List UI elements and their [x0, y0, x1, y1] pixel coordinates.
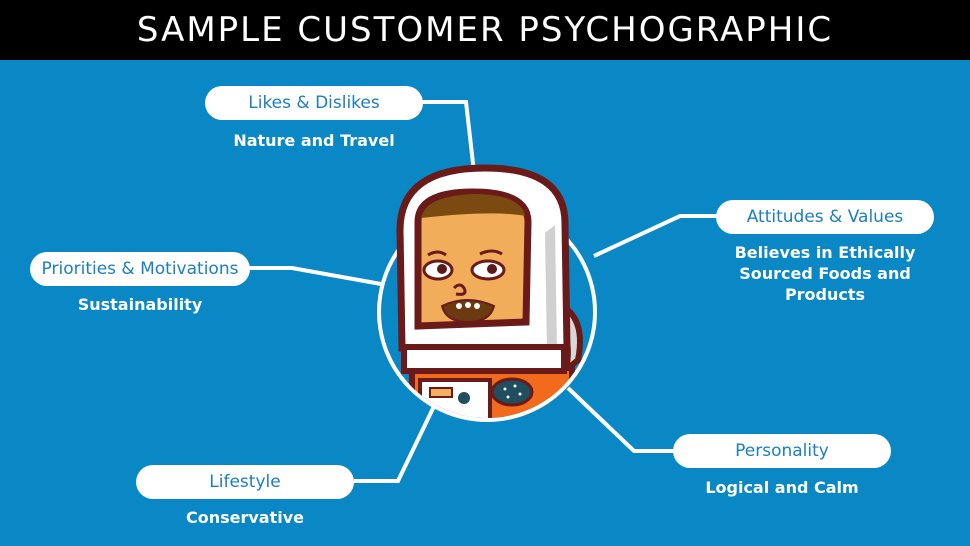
lifestyle-value: Conservative [185, 508, 305, 527]
lifestyle-pill: Lifestyle [136, 465, 354, 499]
page-title: SAMPLE CUSTOMER PSYCHOGRAPHIC [136, 10, 834, 50]
likes-dislikes-value: Nature and Travel [233, 131, 395, 150]
priorities-motivations-pill: Priorities & Motivations [30, 252, 250, 286]
attitudes-values-pill: Attitudes & Values [716, 200, 934, 234]
personality-value: Logical and Calm [705, 478, 859, 497]
likes-dislikes-pill: Likes & Dislikes [205, 86, 423, 120]
title-bar: SAMPLE CUSTOMER PSYCHOGRAPHIC [0, 0, 970, 60]
personality-pill: Personality [673, 434, 891, 468]
priorities-motivations-value: Sustainability [77, 295, 203, 314]
attitudes-values-value: Believes in Ethically Sourced Foods and … [734, 243, 916, 304]
